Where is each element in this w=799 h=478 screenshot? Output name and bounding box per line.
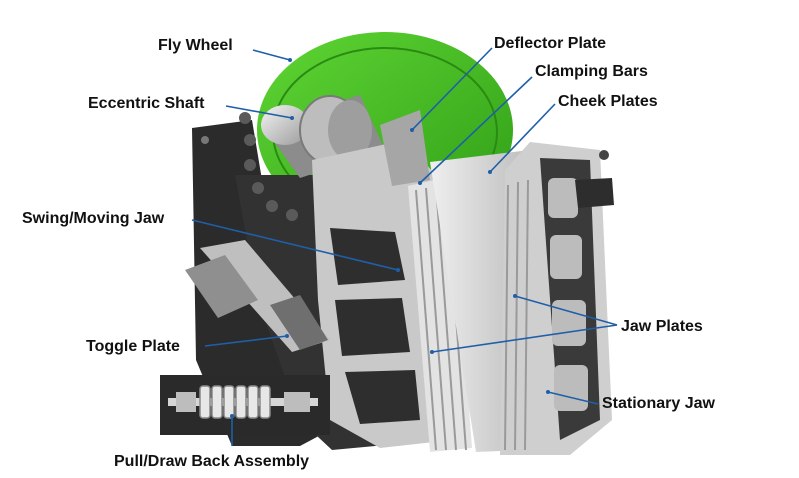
label-cheek-plates: Cheek Plates — [558, 93, 658, 110]
label-fly-wheel: Fly Wheel — [158, 37, 233, 54]
label-toggle-plate: Toggle Plate — [86, 338, 180, 355]
leader-swing-jaw — [191, 219, 399, 271]
pull-back-assembly — [160, 375, 330, 435]
leader-stationary-jaw — [547, 391, 599, 405]
label-swing-moving-jaw: Swing/Moving Jaw — [22, 210, 165, 227]
leader-jaw-plates-a — [514, 295, 618, 326]
stationary-jaw — [500, 142, 614, 455]
label-jaw-plates: Jaw Plates — [621, 318, 703, 335]
leader-lines — [191, 47, 618, 446]
leader-clamping-bars — [419, 76, 533, 184]
leader-deflector-plate — [411, 47, 493, 131]
leader-cheek-plates — [489, 103, 556, 173]
leader-eccentric-shaft — [225, 105, 293, 119]
leader-fly-wheel — [252, 49, 291, 61]
label-deflector-plate: Deflector Plate — [494, 35, 607, 52]
leader-jaw-plates-b — [431, 324, 618, 353]
eccentric-shaft — [261, 95, 385, 178]
label-eccentric-shaft: Eccentric Shaft — [88, 95, 205, 112]
label-pull-draw-back-assembly: Pull/Draw Back Assembly — [114, 453, 310, 470]
leader-arrowheads — [230, 58, 550, 418]
toggle-plate — [185, 240, 330, 352]
label-stationary-jaw: Stationary Jaw — [602, 395, 715, 412]
label-clamping-bars: Clamping Bars — [535, 63, 648, 80]
leader-toggle-plate — [204, 335, 288, 347]
